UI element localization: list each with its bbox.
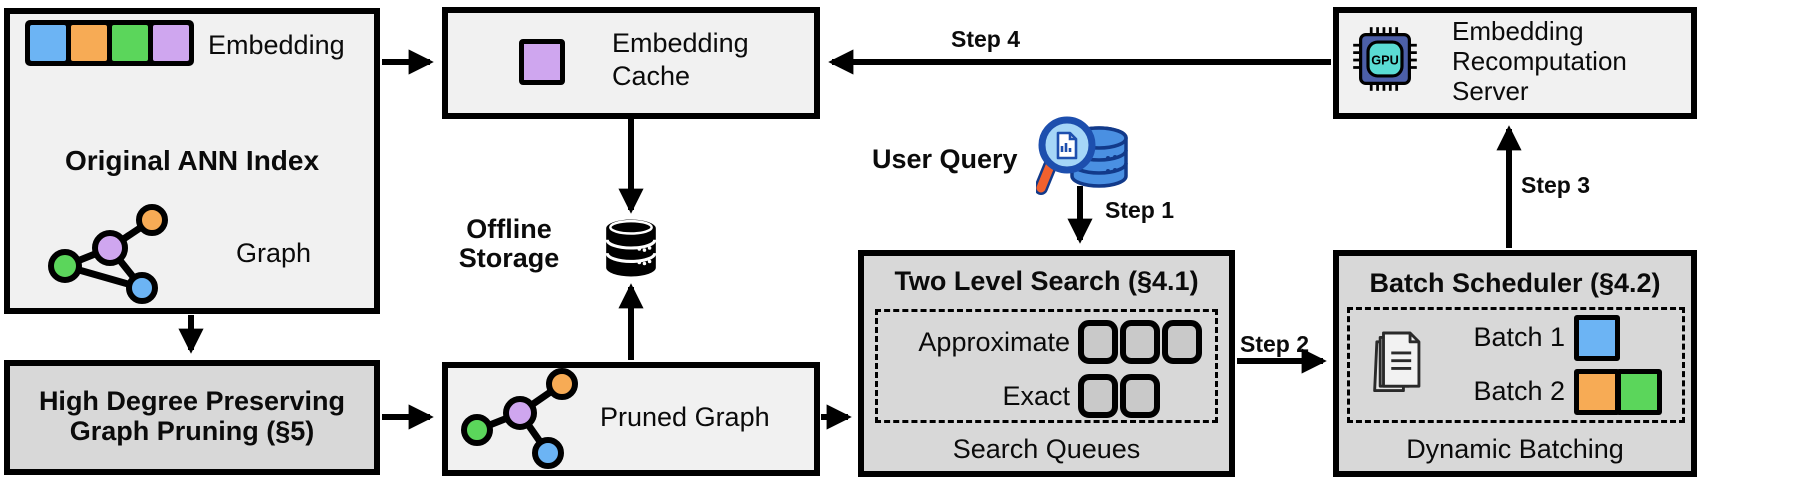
batch2-label: Batch 2 [1473,376,1565,406]
original-ann-index-box: Embedding Original ANN Index Graph [4,8,380,314]
user-query-label: User Query [872,144,1018,174]
batch-scheduler-box: Batch Scheduler (§4.2) Batch 1 Batch 2 D… [1333,250,1697,477]
approximate-queue-row: Approximate [878,318,1215,366]
embedding-label: Embedding [208,30,345,60]
graph-node-blue [532,437,564,469]
queue-slot [1120,320,1160,364]
pruned-graph-icon [461,368,578,469]
recomputation-server-label: Embedding Recomputation Server [1452,16,1627,106]
embedding-cell-purple [153,25,189,61]
batch-scheduler-title: Batch Scheduler (§4.2) [1369,268,1661,298]
graph-node-purple [503,396,537,430]
approximate-queue-slots [1078,320,1202,364]
step4-label: Step 4 [951,26,1021,52]
batch2-item-orange [1574,369,1620,415]
query-document-glyph [1056,131,1078,160]
dynamic-batching-panel: Batch 1 Batch 2 [1347,307,1685,423]
approximate-label: Approximate [918,326,1070,357]
step3-label: Step 3 [1521,172,1591,198]
offline-storage-label: Offline Storage [458,214,560,273]
graph-node-green [461,414,493,446]
exact-queue-slots [1078,374,1160,418]
graph-node-green [48,249,82,283]
batch1-item-blue [1574,315,1620,361]
graph-node-orange [136,204,168,236]
ann-index-title: Original ANN Index [64,145,320,176]
user-query-icon [1036,116,1128,195]
pruned-graph-box: Pruned Graph [442,362,820,476]
exact-label: Exact [1002,380,1070,411]
embedding-cache-box: Embedding Cache [442,7,820,119]
search-queues-panel: Approximate Exact [875,309,1218,423]
step2-label: Step 2 [1240,331,1310,357]
graph-pruning-title: High Degree Preserving Graph Pruning (§5… [38,386,346,446]
gpu-icon-text: GPU [1371,52,1399,67]
embedding-cell-green [112,25,148,61]
batch1-label: Batch 1 [1473,322,1565,352]
queue-slot [1120,374,1160,418]
graph-node-orange [546,368,578,400]
embedding-cache-label: Embedding Cache [612,28,749,91]
recomputation-server-box: GPU Embedding Recomputation Server [1333,7,1697,119]
queue-slot [1162,320,1202,364]
search-queues-caption: Search Queues [952,434,1141,464]
offline-storage-database-icon [605,219,657,277]
embedding-cell-blue [30,25,66,61]
queue-slot [1078,374,1118,418]
batch2-item-green [1616,369,1662,415]
pruned-graph-label: Pruned Graph [600,402,770,432]
embedding-vector-icon [25,20,194,66]
queue-slot [1078,320,1118,364]
graph-node-blue [126,272,158,304]
gpu-icon: GPU [1353,27,1417,91]
cached-embedding-icon [519,39,565,85]
dynamic-batching-caption: Dynamic Batching [1406,434,1624,464]
documents-icon [1373,331,1421,393]
two-level-search-title: Two Level Search (§4.1) [894,266,1199,296]
embedding-cell-orange [71,25,107,61]
ann-graph-icon [48,204,168,304]
graph-pruning-box: High Degree Preserving Graph Pruning (§5… [4,360,380,475]
graph-node-purple [92,230,128,266]
two-level-search-box: Two Level Search (§4.1) Approximate Exac… [858,250,1235,477]
step1-label: Step 1 [1105,197,1175,223]
graph-label: Graph [236,238,312,268]
exact-queue-row: Exact [878,372,1215,420]
